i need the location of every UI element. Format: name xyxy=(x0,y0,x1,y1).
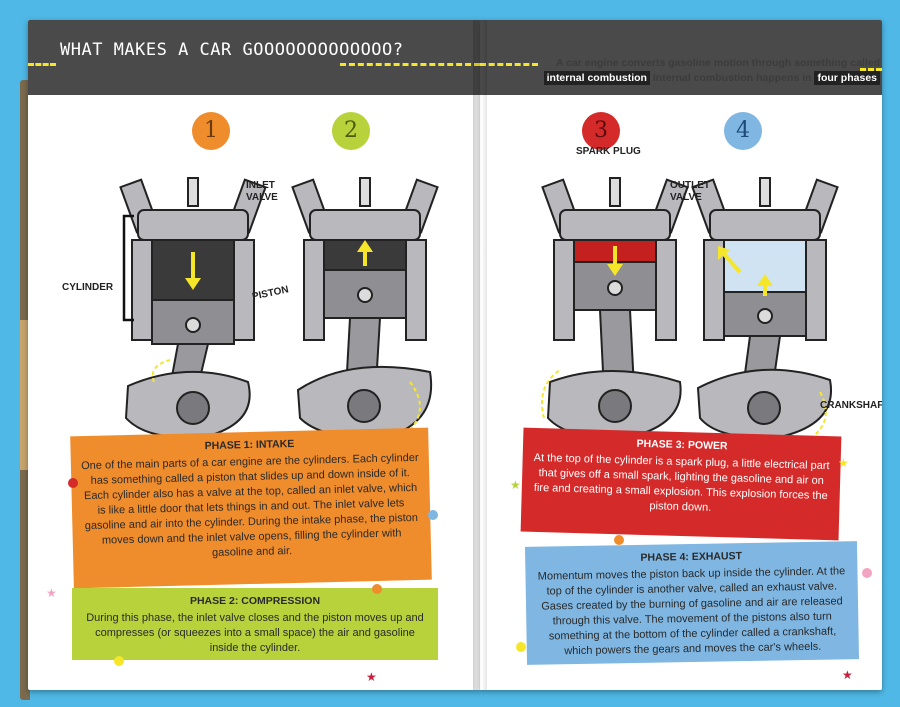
dot-decoration xyxy=(862,568,872,578)
book-spine xyxy=(473,20,487,690)
phase1-intake-box: PHASE 1: INTAKE One of the main parts of… xyxy=(70,427,432,589)
open-book: WHAT MAKES A CAR GOOOOOOOOOOOOO? 1 2 xyxy=(20,20,890,700)
intro-text: A car engine converts gasoline motion th… xyxy=(540,56,880,86)
label-crankshaft: CRANKSHAFT xyxy=(820,400,882,411)
label-cylinder: CYLINDER xyxy=(62,282,114,293)
phase2-text: During this phase, the inlet valve close… xyxy=(86,612,424,654)
star-decoration: ★ xyxy=(838,456,849,470)
star-decoration: ★ xyxy=(108,450,119,464)
cylinder-bracket xyxy=(122,214,134,322)
label-spark-plug: SPARK PLUG xyxy=(576,146,641,157)
header-dash-right-b xyxy=(860,68,882,71)
engine-diagram-power xyxy=(541,177,689,439)
phase2-title: PHASE 2: COMPRESSION xyxy=(189,595,321,607)
left-header xyxy=(28,20,480,95)
header-dash-left xyxy=(28,63,56,66)
phase1-text: One of the main parts of a car engine ar… xyxy=(81,451,419,559)
phase3-power-box: PHASE 3: POWER At the top of the cylinde… xyxy=(520,427,842,541)
dot-decoration xyxy=(614,535,624,545)
star-decoration: ★ xyxy=(46,586,57,600)
phase4-text: Momentum moves the piston back up inside… xyxy=(537,565,846,658)
phase4-exhaust-box: PHASE 4: EXHAUST Momentum moves the pist… xyxy=(524,541,860,665)
dot-decoration xyxy=(114,656,124,666)
intro-highlight-phases: four phases xyxy=(814,71,880,85)
phase3-text: At the top of the cylinder is a spark pl… xyxy=(533,451,830,514)
book-edge-tan xyxy=(20,320,30,470)
left-page: WHAT MAKES A CAR GOOOOOOOOOOOOO? 1 2 xyxy=(28,20,480,690)
phase-number-2: 2 xyxy=(332,112,370,150)
engine-diagram-compression xyxy=(291,177,439,439)
phase-number-1: 1 xyxy=(192,112,230,150)
phase-number-4: 4 xyxy=(724,112,762,150)
dot-decoration xyxy=(516,642,526,652)
engine-diagram-exhaust xyxy=(691,177,839,440)
phase2-compression-box: PHASE 2: COMPRESSION During this phase, … xyxy=(72,588,438,660)
dot-decoration xyxy=(372,584,382,594)
star-decoration: ★ xyxy=(510,478,521,492)
intro-line-1: A car engine converts gasoline motion th… xyxy=(556,57,880,69)
star-decoration: ★ xyxy=(842,668,853,682)
label-outlet-valve: OUTLET VALVE xyxy=(670,180,710,203)
header-dash-right-a xyxy=(480,63,538,66)
dot-decoration xyxy=(428,510,438,520)
header-dash-mid xyxy=(340,63,480,66)
star-decoration: ★ xyxy=(366,670,377,684)
page-title: WHAT MAKES A CAR GOOOOOOOOOOOOO? xyxy=(60,40,404,60)
dot-decoration xyxy=(68,478,78,488)
intro-highlight-combustion: internal combustion xyxy=(543,71,650,85)
label-inlet-valve: INLET VALVE xyxy=(246,180,278,203)
engine-diagram-intake xyxy=(119,177,267,439)
phase-number-3: 3 xyxy=(582,112,620,150)
right-page: A car engine converts gasoline motion th… xyxy=(480,20,882,690)
intro-line-2: Internal combustion happens in xyxy=(652,72,812,84)
